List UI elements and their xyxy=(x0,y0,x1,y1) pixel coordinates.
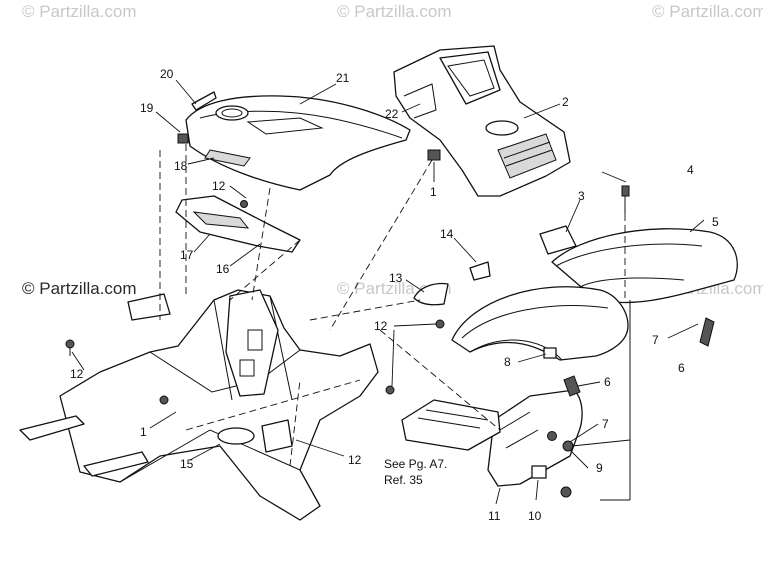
callout-5: 5 xyxy=(712,215,719,229)
bolt-part-12-a xyxy=(65,339,75,356)
bolt-part-4 xyxy=(621,185,630,214)
front-fender-part-14 xyxy=(451,286,629,361)
callout-7-mid: 7 xyxy=(602,417,609,431)
callout-12-mid: 12 xyxy=(374,319,388,333)
callout-21: 21 xyxy=(336,71,350,85)
rear-fender-part-5 xyxy=(551,228,738,304)
watermark-top-right: © Partzilla.com xyxy=(652,2,763,21)
frame-assembly xyxy=(19,289,379,521)
assembly-lines xyxy=(159,144,631,501)
callout-14: 14 xyxy=(440,227,454,241)
lower-panel-part-17 xyxy=(175,195,301,253)
callout-8: 8 xyxy=(504,355,511,369)
nut-part-9 xyxy=(562,440,574,452)
reference-note-line1: See Pg. A7. xyxy=(384,457,447,471)
callout-2: 2 xyxy=(562,95,569,109)
bracket-part-20 xyxy=(191,91,217,111)
callout-1-top: 1 xyxy=(430,185,437,199)
callout-17: 17 xyxy=(180,248,194,262)
clip-part-19 xyxy=(177,133,189,144)
callout-12-top: 12 xyxy=(212,179,226,193)
callout-3: 3 xyxy=(578,189,585,203)
bolt-part-6-b xyxy=(563,375,581,397)
callout-12-left: 12 xyxy=(70,367,84,381)
callout-6-right: 6 xyxy=(678,361,685,375)
callout-18: 18 xyxy=(174,159,188,173)
callout-9: 9 xyxy=(596,461,603,475)
callout-19: 19 xyxy=(140,101,154,115)
callout-15: 15 xyxy=(180,457,194,471)
callout-1-frame: 1 xyxy=(140,425,147,439)
callout-11: 11 xyxy=(488,509,501,523)
decal-part-3 xyxy=(539,225,577,255)
bracket-part-8 xyxy=(543,347,557,359)
instrument-pod-part-2 xyxy=(393,45,571,197)
nut-plate-part-10 xyxy=(531,465,547,479)
bolt-part-12-e xyxy=(159,395,169,405)
bolt-part-12-d xyxy=(385,385,395,395)
callout-22: 22 xyxy=(385,107,399,121)
callout-12-bottom: 12 xyxy=(348,453,362,467)
callout-10: 10 xyxy=(528,509,542,523)
bolt-part-12-b xyxy=(435,319,445,329)
leader-lines xyxy=(71,79,705,505)
watermark-top-center: © Partzilla.com xyxy=(337,2,452,21)
mud-flap-part-11 xyxy=(487,389,583,487)
front-hood-part-21 xyxy=(185,95,411,191)
decal-part-14 xyxy=(469,261,491,281)
washer-part-7 xyxy=(547,431,557,441)
decal-part-13 xyxy=(413,282,449,306)
callout-13: 13 xyxy=(389,271,403,285)
clip-part-1 xyxy=(427,149,441,161)
watermark-top-left: © Partzilla.com xyxy=(22,2,137,21)
callout-labels: 20 21 19 22 2 18 1 12 4 3 5 17 16 14 13 … xyxy=(70,67,719,523)
footrest-part-15 xyxy=(401,399,501,451)
callout-7-right: 7 xyxy=(652,333,659,347)
nut-part-9b xyxy=(560,486,572,498)
callout-16: 16 xyxy=(216,262,230,276)
watermark-mid-left: © Partzilla.com xyxy=(22,279,137,298)
callout-4: 4 xyxy=(687,163,694,177)
bolt-part-12-c xyxy=(240,200,248,208)
callout-20: 20 xyxy=(160,67,174,81)
bolt-part-6-a xyxy=(699,317,715,347)
reference-note-line2: Ref. 35 xyxy=(384,473,423,487)
callout-6-mid: 6 xyxy=(604,375,611,389)
